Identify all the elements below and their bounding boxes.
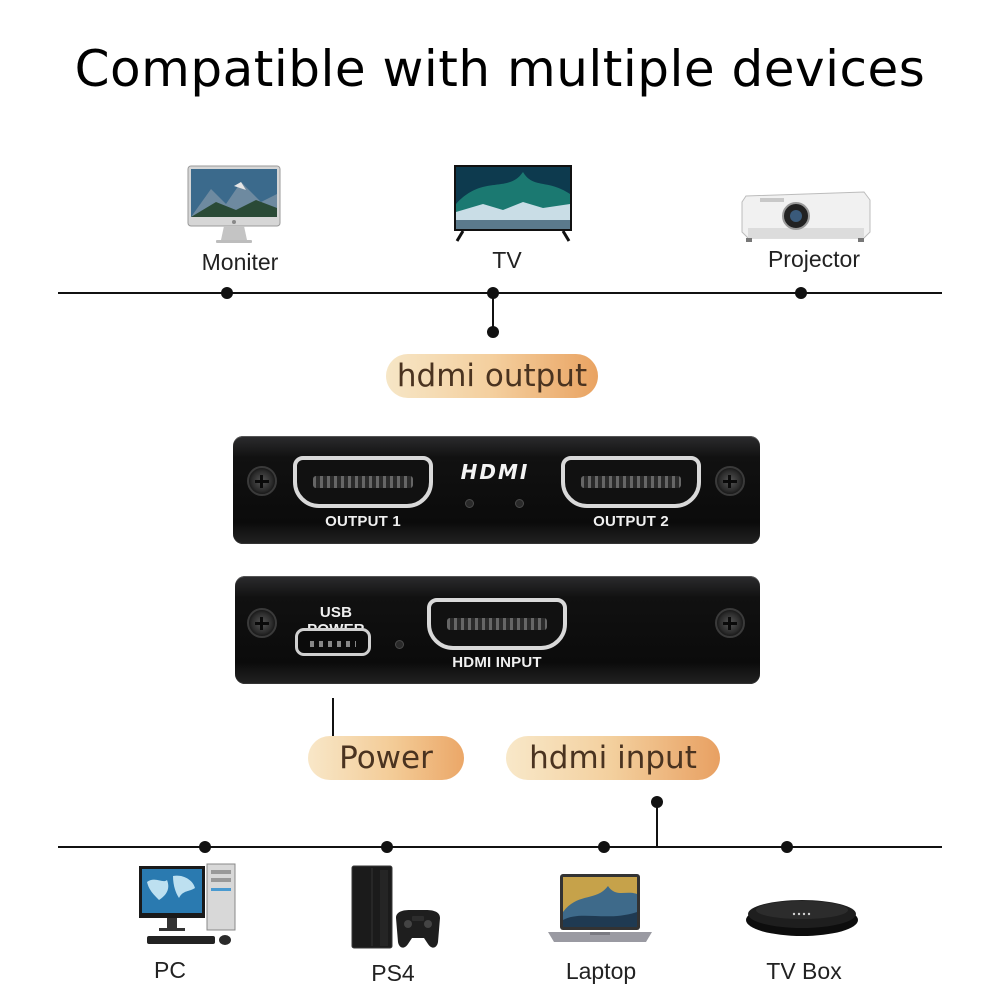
output-1-label: OUTPUT 1	[325, 513, 401, 530]
laptop-icon	[548, 874, 652, 942]
monitor-icon	[187, 165, 281, 243]
tv-box-icon	[746, 900, 858, 936]
bottom-node-tv-box	[781, 841, 793, 853]
hdmi-output-1-port	[293, 456, 433, 508]
usb-power-port	[295, 628, 371, 656]
ps4-icon	[351, 865, 440, 949]
top-connection-line	[58, 292, 942, 294]
led-indicator	[465, 499, 474, 508]
pc-icon	[139, 863, 236, 945]
tv-icon	[454, 165, 572, 242]
bottom-node-pc	[199, 841, 211, 853]
output-connector-dot	[487, 326, 499, 338]
splitter-output-side: OUTPUT 1 HDMI OUTPUT 2	[233, 436, 760, 544]
led-indicator	[395, 640, 404, 649]
hdmi-output-pill: hdmi output	[386, 354, 598, 398]
top-node-projector	[795, 287, 807, 299]
device-label-projector: Projector	[767, 246, 861, 272]
screw-icon	[247, 466, 277, 496]
output-2-label: OUTPUT 2	[593, 513, 669, 530]
device-label-laptop: Laptop	[565, 958, 637, 984]
output-connector-line	[492, 292, 494, 332]
power-connector-line	[332, 698, 334, 738]
bottom-node-laptop	[598, 841, 610, 853]
hdmi-logo: HDMI	[460, 460, 530, 484]
bottom-connection-line	[58, 846, 942, 848]
device-label-monitor: Moniter	[201, 249, 279, 275]
splitter-input-side: USB POWER HDMI INPUT	[235, 576, 760, 684]
top-node-monitor	[221, 287, 233, 299]
power-pill: Power	[308, 736, 464, 780]
hdmi-input-port	[427, 598, 567, 650]
device-label-tv-box: TV Box	[766, 958, 842, 984]
hdmi-input-label: HDMI INPUT	[452, 654, 542, 671]
input-connector-line	[656, 801, 658, 848]
bottom-node-ps4	[381, 841, 393, 853]
screw-icon	[247, 608, 277, 638]
screw-icon	[715, 466, 745, 496]
led-indicator	[515, 499, 524, 508]
page-title: Compatible with multiple devices	[74, 40, 926, 98]
device-label-ps4: PS4	[371, 960, 415, 986]
device-label-tv: TV	[492, 247, 522, 273]
hdmi-output-2-port	[561, 456, 701, 508]
device-label-pc: PC	[154, 957, 186, 983]
projector-icon	[741, 191, 871, 242]
screw-icon	[715, 608, 745, 638]
hdmi-input-pill: hdmi input	[506, 736, 720, 780]
